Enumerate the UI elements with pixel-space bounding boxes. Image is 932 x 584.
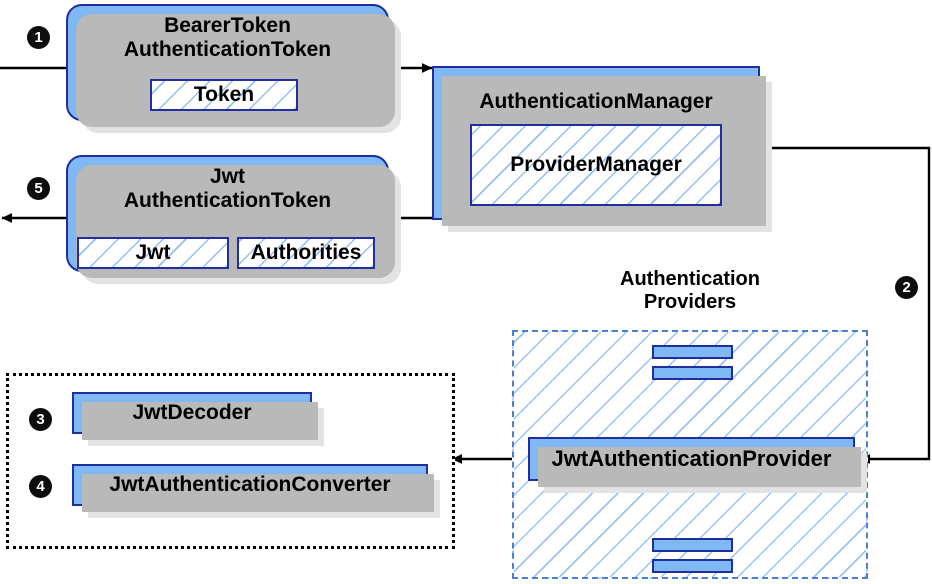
- provider-placeholder-bar-top-1: [652, 345, 733, 359]
- step-badge-4-label: 4: [36, 478, 45, 495]
- node-jwt-authentication-converter-label: JwtAuthenticationConverter: [109, 473, 391, 497]
- node-jwt-authentication-token-label-line2: AuthenticationToken: [123, 188, 332, 212]
- step-badge-3-label: 3: [36, 411, 45, 428]
- authentication-providers-caption: Authentication Providers: [512, 268, 868, 314]
- step-badge-1-label: 1: [34, 29, 43, 46]
- provider-placeholder-bar-bottom-2: [652, 559, 733, 573]
- node-jwt-authentication-provider-label: JwtAuthenticationProvider: [551, 445, 832, 471]
- step-badge-1: 1: [27, 26, 50, 49]
- step-badge-2: 2: [895, 276, 918, 299]
- node-jwt-decoder[interactable]: JwtDecoder: [72, 392, 324, 446]
- node-authorities-label: Authorities: [250, 241, 362, 264]
- node-jwt[interactable]: Jwt: [77, 237, 229, 269]
- authentication-providers-caption-line1: Authentication: [620, 268, 760, 290]
- node-authentication-manager-label: AuthenticationManager: [479, 90, 713, 113]
- node-provider-manager[interactable]: ProviderManager: [470, 124, 722, 206]
- provider-placeholder-bar-top-2: [652, 366, 733, 380]
- step-badge-5-label: 5: [34, 180, 43, 197]
- node-authorities[interactable]: Authorities: [237, 237, 375, 269]
- node-provider-manager-label: ProviderManager: [510, 153, 682, 176]
- node-token-label: Token: [193, 83, 255, 106]
- step-badge-5: 5: [27, 177, 50, 200]
- node-bearer-token-label-line1: BearerToken: [164, 14, 291, 37]
- node-jwt-label: Jwt: [135, 241, 171, 264]
- node-jwt-authentication-provider[interactable]: JwtAuthenticationProvider: [528, 437, 867, 493]
- authentication-providers-caption-line2: Providers: [643, 291, 737, 313]
- node-jwt-authentication-converter[interactable]: JwtAuthenticationConverter: [72, 464, 440, 518]
- step-badge-3: 3: [29, 408, 52, 431]
- step-badge-4: 4: [29, 475, 52, 498]
- provider-placeholder-bar-bottom-1: [652, 538, 733, 552]
- node-jwt-authentication-token-label-line1: Jwt: [209, 165, 245, 188]
- node-jwt-decoder-label: JwtDecoder: [132, 401, 252, 425]
- step-badge-2-label: 2: [902, 279, 911, 296]
- node-bearer-token-label-line2: AuthenticationToken: [123, 37, 332, 61]
- node-token[interactable]: Token: [150, 79, 298, 111]
